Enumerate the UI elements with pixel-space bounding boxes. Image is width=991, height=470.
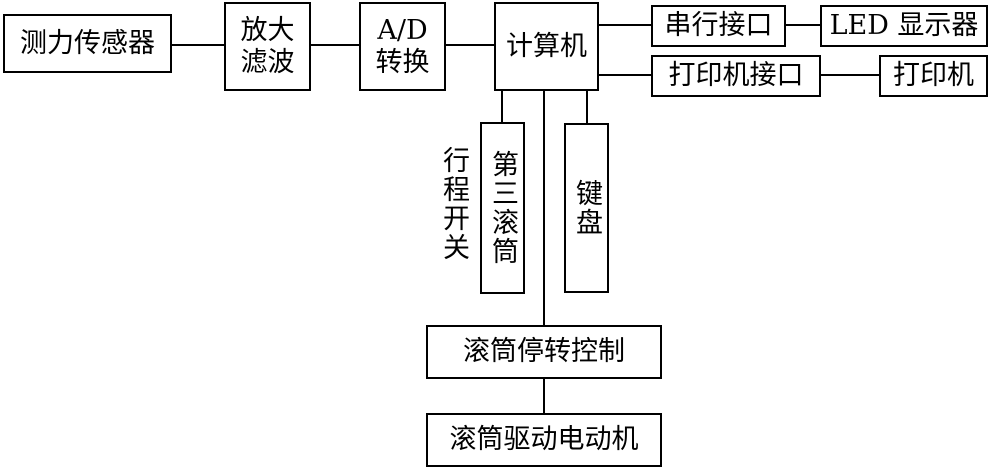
serial-port-box: 串行接口 (651, 5, 786, 47)
amp-filter-box: 放大 滤波 (224, 2, 311, 91)
computer-box: 计算机 (494, 2, 599, 91)
third-roller-label: 第三滚筒 (487, 150, 519, 266)
force-sensor-label: 测力传感器 (20, 27, 155, 59)
serial-port-label: 串行接口 (664, 10, 773, 42)
led-display-label: LED 显示器 (829, 10, 979, 42)
roller-motor-box: 滚筒驱动电动机 (426, 413, 662, 467)
amp-filter-label: 放大 滤波 (240, 15, 295, 78)
roller-motor-label: 滚筒驱动电动机 (449, 424, 639, 456)
ad-converter-box: A/D 转换 (359, 2, 446, 91)
computer-label: 计算机 (506, 30, 587, 62)
printer-port-box: 打印机接口 (651, 55, 821, 97)
led-display-box: LED 显示器 (820, 5, 988, 47)
ad-converter-label: A/D 转换 (375, 15, 430, 78)
roller-control-box: 滚筒停转控制 (426, 325, 662, 379)
third-roller-box: 第三滚筒 (480, 122, 525, 294)
keyboard-box: 键盘 (564, 123, 609, 293)
printer-port-label: 打印机接口 (668, 60, 804, 92)
printer-box: 打印机 (879, 55, 988, 97)
force-sensor-box: 测力传感器 (3, 14, 172, 73)
travel-switch-label: 行程开关 (438, 146, 470, 262)
keyboard-label: 键盘 (571, 179, 603, 237)
roller-control-label: 滚筒停转控制 (463, 336, 625, 368)
printer-label: 打印机 (893, 60, 974, 92)
